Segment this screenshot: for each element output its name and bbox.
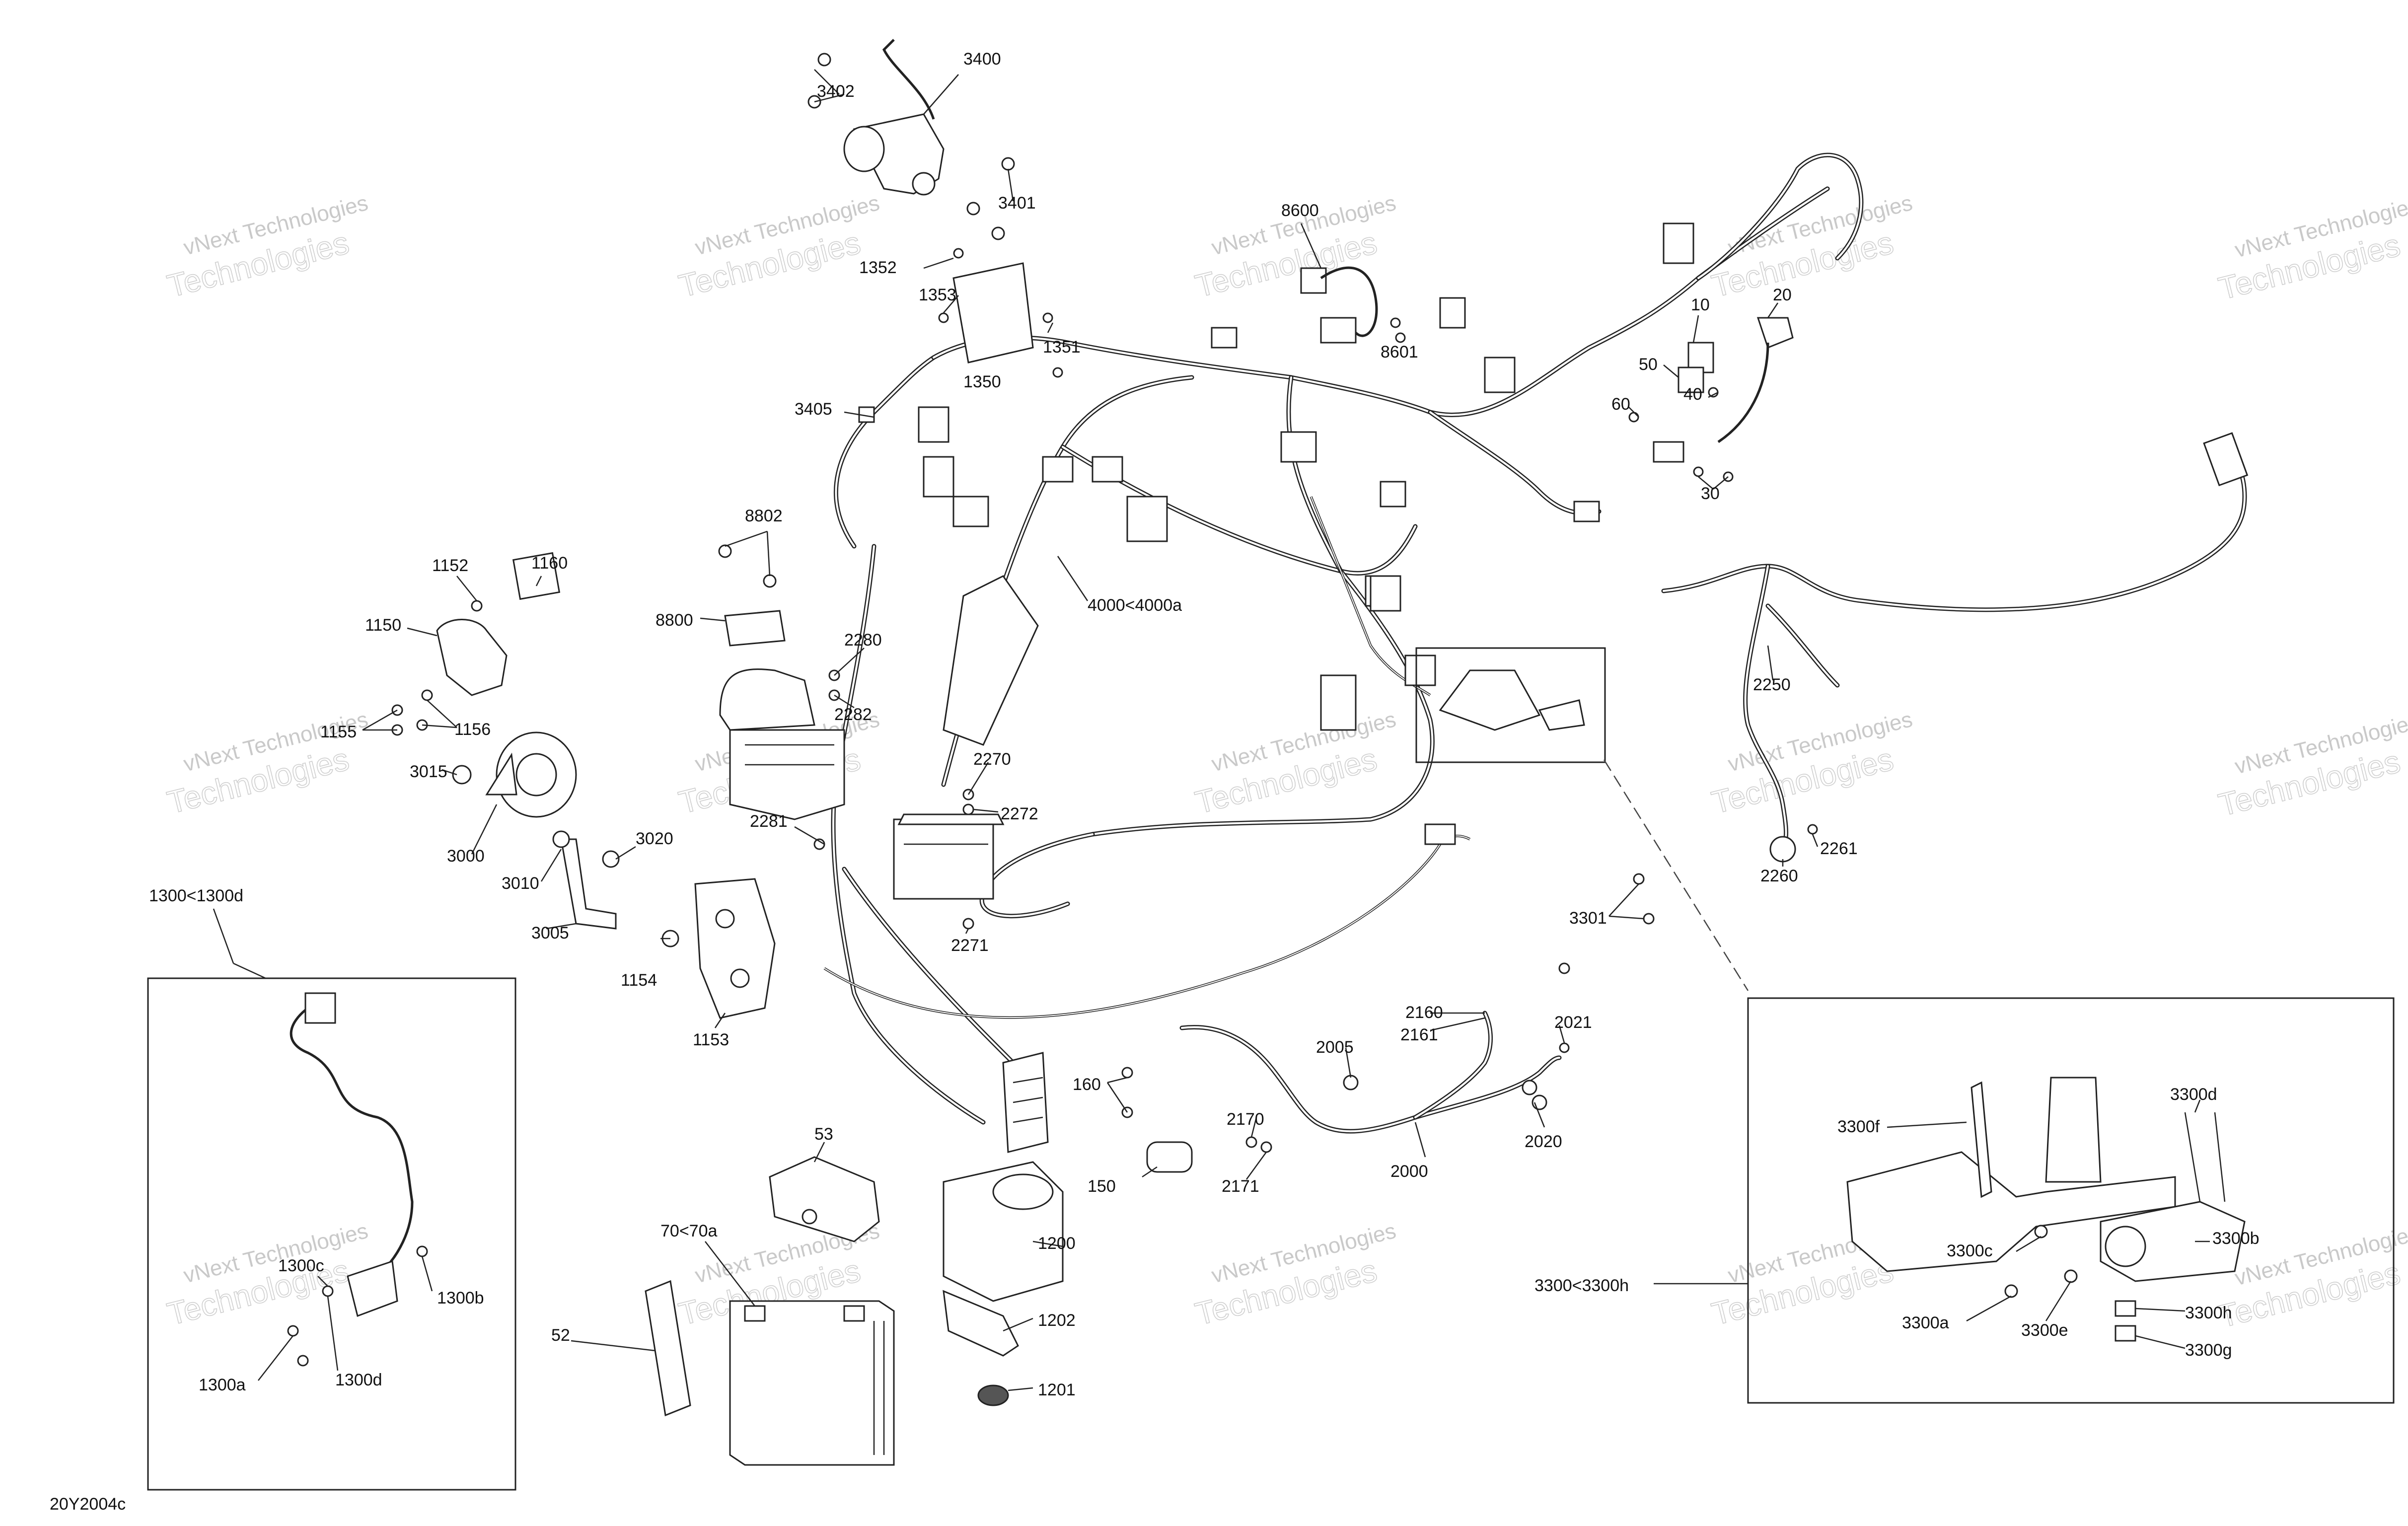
callout-label: 2261 (1820, 839, 1858, 858)
callout-label: 1300c (278, 1256, 324, 1275)
diagram-code: 20Y2004c (50, 1495, 126, 1514)
callout-label: 1300d (335, 1371, 382, 1389)
callout-label: 53 (814, 1125, 833, 1144)
callout-label: 40 (1683, 385, 1702, 404)
inset-1300 (147, 977, 516, 1491)
callout-labels: 3400 3402 3401 1352 1353 1351 1350 8600 … (149, 50, 2260, 1399)
callout-label: 3300<3300h (1534, 1276, 1629, 1295)
callout-label: 3400 (963, 50, 1001, 69)
window-motor-assembly (807, 39, 1015, 240)
callout-label: 1300b (437, 1289, 484, 1308)
callout-label: 4000<4000a (1088, 596, 1182, 615)
callout-label: 1353 (919, 286, 956, 304)
callout-label: 3300e (2021, 1321, 2068, 1340)
callout-label: 1350 (963, 372, 1001, 391)
cable-2250 (1661, 432, 2249, 863)
inset-3300 (1747, 997, 2395, 1404)
callout-label: 1150 (365, 616, 401, 635)
inset-detail-small (1415, 647, 1606, 763)
sensor-8600 (1300, 266, 1406, 344)
callout-label: 3300f (1837, 1117, 1880, 1136)
callout-label: 150 (1088, 1177, 1116, 1196)
callout-label: 8601 (1381, 343, 1418, 362)
callout-label: 2281 (750, 812, 788, 831)
callout-label: 3300g (2185, 1341, 2232, 1360)
callout-label: 3300b (2212, 1229, 2260, 1248)
callout-label: 2160 (1405, 1003, 1443, 1022)
callout-label: 3402 (817, 82, 855, 101)
callout-label: 2021 (1554, 1013, 1592, 1032)
callout-label: 1155 (320, 723, 357, 741)
callout-label: 30 (1701, 484, 1720, 503)
main-wiring-harness (694, 152, 1864, 1153)
callout-label: 1154 (621, 971, 657, 990)
callout-label: 1201 (1038, 1381, 1076, 1399)
horn-and-brackets (391, 552, 679, 947)
callout-label: 2020 (1525, 1132, 1562, 1151)
callout-label: 3015 (410, 762, 447, 781)
callout-label: 1152 (432, 556, 468, 575)
callout-label: 3301 (1569, 909, 1607, 928)
callout-label: 2170 (1227, 1110, 1264, 1129)
callout-label: 3401 (998, 194, 1036, 213)
callout-label: 20 (1773, 286, 1792, 304)
callout-label: 3000 (447, 847, 485, 866)
callout-label: 2161 (1400, 1025, 1438, 1044)
callout-label: 2271 (951, 936, 989, 955)
callout-label: 3005 (531, 924, 569, 943)
callout-label: 70<70a (660, 1222, 717, 1240)
callout-label: 2260 (1760, 867, 1798, 885)
callout-label: 8600 (1281, 201, 1319, 220)
callout-label: 3010 (502, 874, 539, 893)
callout-label: 3405 (795, 400, 832, 419)
callout-label: 1202 (1038, 1311, 1076, 1330)
callout-label: 3300h (2185, 1304, 2232, 1322)
callout-label: 3020 (636, 829, 673, 848)
callout-label: 2171 (1222, 1177, 1259, 1196)
callout-label: 2280 (844, 631, 882, 650)
callout-label: 1156 (454, 720, 491, 739)
callout-label: 1200 (1038, 1234, 1076, 1253)
callout-label: 3300d (2170, 1085, 2217, 1104)
callout-label: 1153 (693, 1030, 729, 1049)
callout-label: 2270 (973, 750, 1011, 769)
callout-label: 60 (1611, 395, 1630, 414)
callout-label: 2005 (1316, 1038, 1354, 1057)
sensors-10-60 (1628, 317, 1794, 482)
callout-label: 8802 (745, 507, 783, 525)
callout-label: 3300c (1947, 1241, 1993, 1260)
callout-label: 52 (551, 1326, 570, 1345)
callout-label: 2272 (1001, 804, 1038, 823)
detail-leader-line (1603, 759, 1749, 991)
callout-label: 1300<1300d (149, 886, 243, 905)
callout-label: 2282 (834, 705, 872, 724)
callout-label: 160 (1073, 1075, 1101, 1094)
callout-label: 1300a (199, 1376, 246, 1394)
callout-label: 2000 (1390, 1162, 1428, 1181)
battery-and-abs-group (645, 1067, 1193, 1466)
callout-label: 1351 (1043, 338, 1081, 357)
callout-label: 50 (1639, 355, 1658, 374)
callout-label: 2250 (1753, 675, 1791, 694)
callout-label: 1160 (531, 554, 568, 573)
callout-leaders (213, 69, 2210, 1391)
callout-label: 3300a (1902, 1313, 1949, 1332)
control-module-1350 (938, 248, 1063, 378)
callout-label: 10 (1691, 295, 1710, 314)
callout-label: 8800 (656, 611, 693, 630)
cable-2000 (1179, 873, 1655, 1153)
callout-label: 1352 (859, 258, 897, 277)
